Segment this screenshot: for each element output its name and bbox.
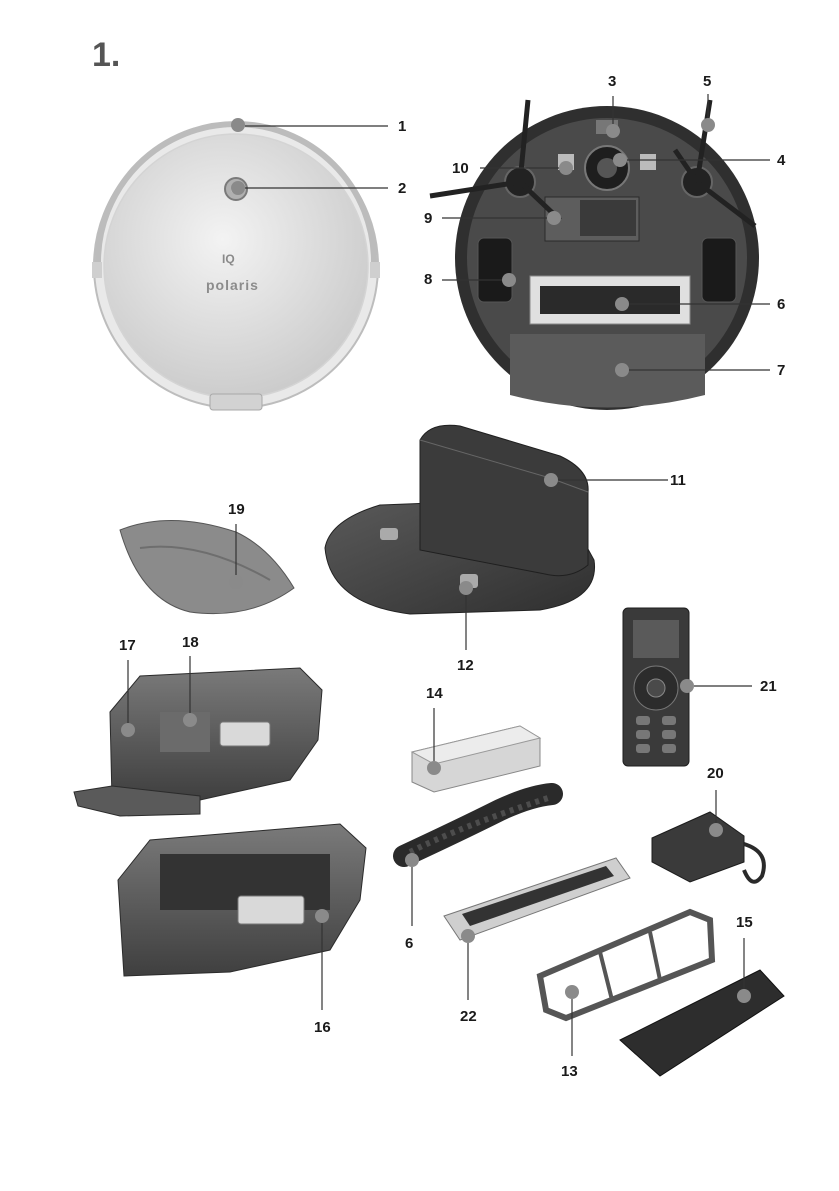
callout-dot-19 xyxy=(229,575,243,589)
water-tank xyxy=(74,668,322,816)
callout-dot-18 xyxy=(183,713,197,727)
callout-label-8: 8 xyxy=(424,271,432,288)
remote-control xyxy=(623,608,689,766)
callout-label-14: 14 xyxy=(426,685,443,702)
brand-logo: polaris xyxy=(206,277,259,293)
callout-dot-3 xyxy=(606,124,620,138)
callout-label-5: 5 xyxy=(703,73,711,90)
callout-label-2: 2 xyxy=(398,180,406,197)
callout-label-1: 1 xyxy=(398,118,406,135)
callout-dot-16 xyxy=(315,909,329,923)
callout-dot-21 xyxy=(680,679,694,693)
callout-dot-4 xyxy=(613,153,627,167)
callout-label-6b: 6 xyxy=(405,935,413,952)
main-brush xyxy=(404,794,552,856)
callout-label-22: 22 xyxy=(460,1008,477,1025)
callout-label-10: 10 xyxy=(452,160,469,177)
robot-top-view: IQ polaris xyxy=(92,124,380,410)
callout-label-7: 7 xyxy=(777,362,785,379)
callout-label-13: 13 xyxy=(561,1063,578,1080)
callout-label-3: 3 xyxy=(608,73,616,90)
callout-label-6a: 6 xyxy=(777,296,785,313)
iq-badge: IQ xyxy=(222,252,235,266)
callout-label-15: 15 xyxy=(736,914,753,931)
callout-dot-1 xyxy=(231,118,245,132)
callout-dot-22 xyxy=(461,929,475,943)
callout-dot-8 xyxy=(502,273,516,287)
filter-frame xyxy=(540,912,712,1018)
callout-dot-11 xyxy=(544,473,558,487)
callout-dot-5 xyxy=(701,118,715,132)
callout-label-16: 16 xyxy=(314,1019,331,1036)
callout-dot-10 xyxy=(559,161,573,175)
robot-bottom-view xyxy=(430,100,759,410)
brush-cover xyxy=(444,858,630,940)
callout-label-9: 9 xyxy=(424,210,432,227)
callout-dot-6a xyxy=(615,297,629,311)
callout-dot-6b xyxy=(405,853,419,867)
callout-dot-15 xyxy=(737,989,751,1003)
callout-dot-7 xyxy=(615,363,629,377)
callout-dot-9 xyxy=(547,211,561,225)
callout-dot-20 xyxy=(709,823,723,837)
callout-label-12: 12 xyxy=(457,657,474,674)
callout-label-20: 20 xyxy=(707,765,724,782)
callout-label-19: 19 xyxy=(228,501,245,518)
hepa-filter xyxy=(412,726,540,792)
callout-dot-13 xyxy=(565,985,579,999)
callout-dot-12 xyxy=(459,581,473,595)
callout-dot-2 xyxy=(231,181,245,195)
figure-number: 1. xyxy=(92,36,120,74)
callout-label-4: 4 xyxy=(777,152,786,169)
mop-pad xyxy=(120,520,294,613)
callout-label-11: 11 xyxy=(670,472,686,489)
charger-adapter xyxy=(652,812,764,882)
callout-label-21: 21 xyxy=(760,678,777,695)
callout-label-17: 17 xyxy=(119,637,136,654)
callout-dot-14 xyxy=(427,761,441,775)
callout-label-18: 18 xyxy=(182,634,199,651)
callout-dot-17 xyxy=(121,723,135,737)
dust-bin xyxy=(118,824,366,976)
